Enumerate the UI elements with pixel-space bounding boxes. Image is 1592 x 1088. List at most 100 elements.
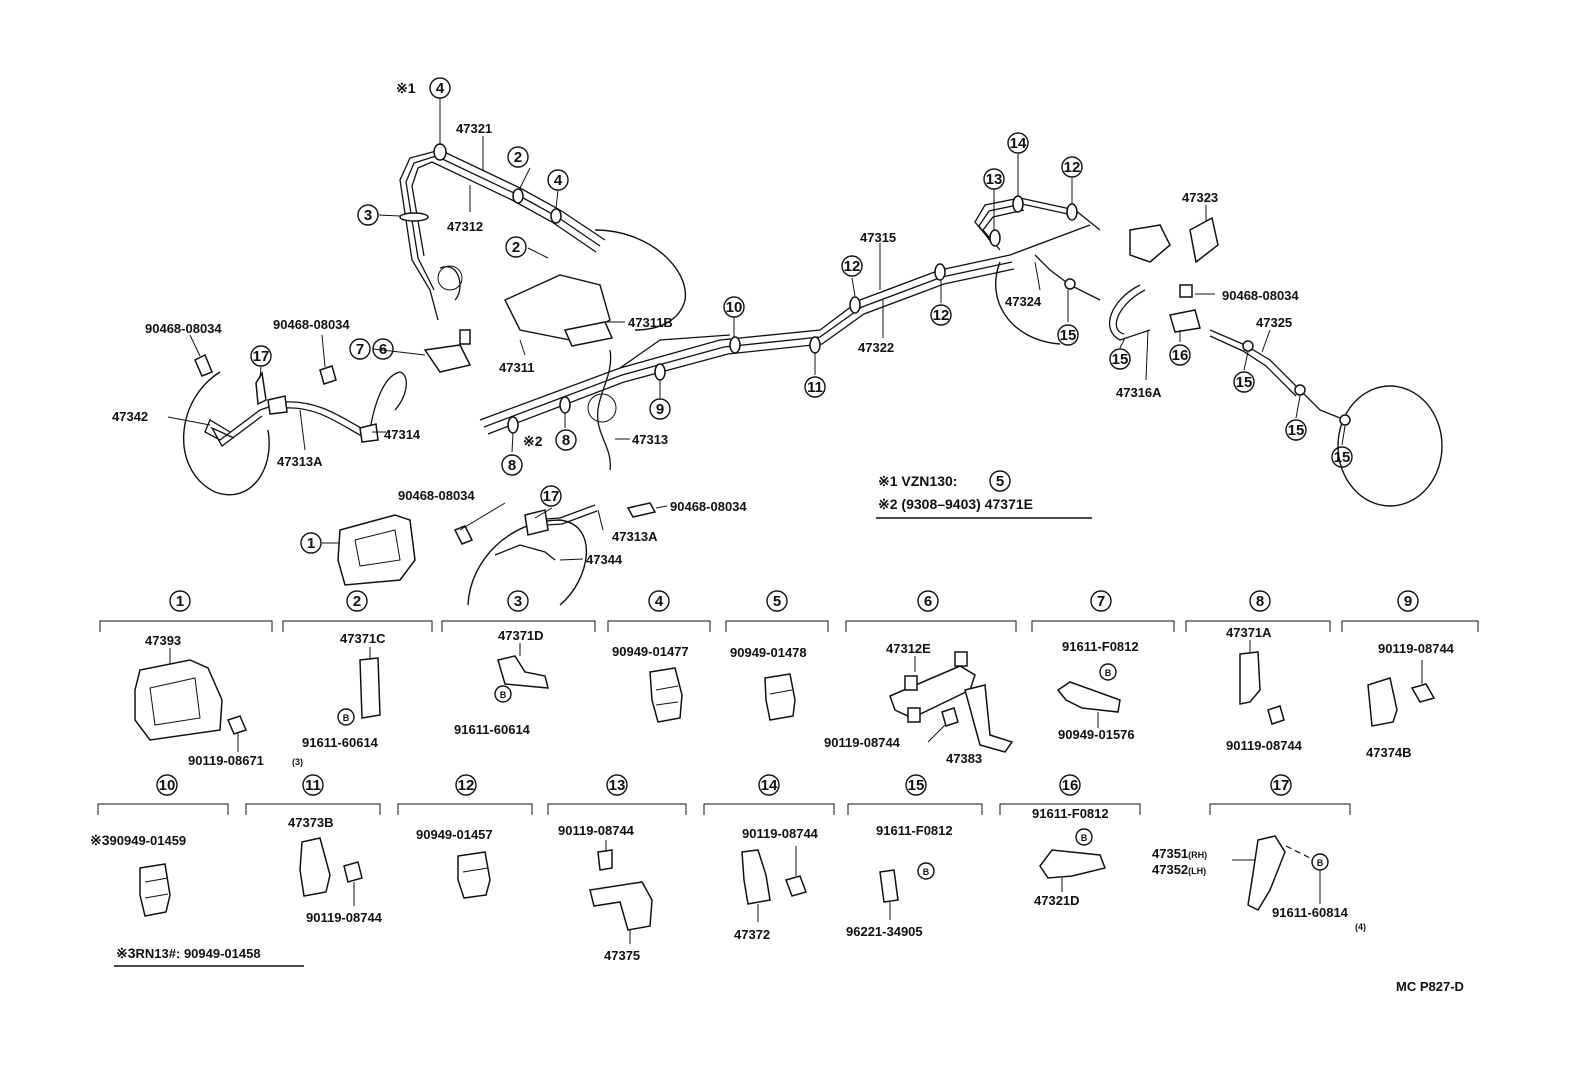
svg-text:4: 4	[436, 80, 445, 97]
svg-text:B: B	[500, 690, 507, 700]
detail-16: 91611-F0812 B 47321D	[1032, 806, 1109, 908]
svg-text:10: 10	[159, 777, 176, 794]
part-47314: 47314	[384, 427, 421, 442]
part-47324: 47324	[1005, 294, 1042, 309]
svg-text:2: 2	[512, 239, 520, 256]
svg-text:90119-08744: 90119-08744	[558, 823, 635, 838]
svg-text:14: 14	[761, 777, 778, 794]
detail-1: 47393 90119-08671 (3)	[134, 633, 303, 768]
svg-text:47372: 47372	[734, 927, 770, 942]
callout-10-a: 10	[723, 296, 745, 318]
callout-1-a: 1	[300, 532, 322, 554]
detail-num-9: 9	[1397, 590, 1419, 612]
svg-text:B: B	[923, 867, 930, 877]
svg-text:15: 15	[1334, 449, 1351, 466]
svg-text:13: 13	[609, 777, 626, 794]
svg-text:91611-F0812: 91611-F0812	[1062, 639, 1139, 654]
svg-text:5: 5	[996, 473, 1004, 490]
svg-text:7: 7	[1097, 593, 1105, 610]
svg-text:91611-60814: 91611-60814	[1272, 905, 1349, 920]
part-47315: 47315	[860, 230, 896, 245]
svg-text:90119-08744: 90119-08744	[742, 826, 819, 841]
detail-13: 90119-08744 47375	[558, 823, 653, 963]
svg-text:47393: 47393	[145, 633, 181, 648]
svg-text:90949-01477: 90949-01477	[612, 644, 689, 659]
detail-num-14: 14	[758, 774, 780, 796]
callout-17-a: 17	[250, 345, 272, 367]
svg-text:47375: 47375	[604, 948, 640, 963]
svg-text:47374B: 47374B	[1366, 745, 1412, 760]
applicability-notes: ※1 VZN130: 5 ※2 (9308–9403) 47371E	[876, 470, 1092, 519]
svg-text:8: 8	[1256, 593, 1264, 610]
callout-15-c: 15	[1233, 371, 1255, 393]
part-47313A-mid: 47313A	[612, 529, 658, 544]
detail-5: 90949-01478	[730, 645, 807, 721]
svg-text:※2 (9308–9403) 47371E: ※2 (9308–9403) 47371E	[878, 496, 1033, 512]
svg-text:B: B	[343, 713, 350, 723]
part-47321: 47321	[456, 121, 492, 136]
part-90468-08034-d: 90468-08034	[670, 499, 747, 514]
detail-num-7: 7	[1090, 590, 1112, 612]
part-47342: 47342	[112, 409, 148, 424]
detail-num-12: 12	[455, 774, 477, 796]
detail-num-8: 8	[1249, 590, 1271, 612]
svg-text:15: 15	[1236, 374, 1253, 391]
svg-text:90119-08671: 90119-08671	[188, 753, 264, 768]
detail-2: 47371C B 91611-60614	[302, 631, 386, 750]
detail-14: 90119-08744 47372	[734, 826, 819, 942]
part-47313A-left: 47313A	[277, 454, 323, 469]
svg-text:(4): (4)	[1355, 922, 1366, 932]
callout-15-a: 15	[1057, 324, 1079, 346]
svg-text:90949-01478: 90949-01478	[730, 645, 807, 660]
detail-6: 47312E 90119-08744 47383	[824, 641, 1014, 766]
callout-15-d: 15	[1285, 419, 1307, 441]
callout-11-a: 11	[804, 376, 826, 398]
part-47344: 47344	[586, 552, 623, 567]
part-47322: 47322	[858, 340, 894, 355]
svg-text:9: 9	[656, 401, 664, 418]
svg-text:11: 11	[305, 777, 321, 794]
svg-text:12: 12	[458, 777, 475, 794]
detail-4: 90949-01477	[612, 644, 689, 723]
svg-text:(3): (3)	[292, 757, 303, 767]
part-90468-08034-c: 90468-08034	[398, 488, 475, 503]
callout-15-e: 15	[1331, 446, 1353, 468]
svg-text:17: 17	[543, 488, 560, 505]
detail-17: 47351(RH) 47352(LH) B 91611-60814 (4)	[1152, 835, 1366, 932]
detail-8: 47371A 90119-08744	[1226, 625, 1303, 753]
part-47323: 47323	[1182, 190, 1218, 205]
svg-text:90119-08744: 90119-08744	[1226, 738, 1303, 753]
detail-numbers: 1 2 3 4 5 6 7 8 9 10 11 12 13 14 15 16 1…	[156, 590, 1419, 796]
svg-text:2: 2	[514, 149, 522, 166]
svg-text:6: 6	[924, 593, 932, 610]
svg-text:17: 17	[1273, 777, 1290, 794]
detail-num-2: 2	[346, 590, 368, 612]
svg-text:※390949-01459: ※390949-01459	[90, 832, 186, 848]
part-47325: 47325	[1256, 315, 1292, 330]
detail-15: 91611-F0812 B 96221-34905	[846, 823, 953, 939]
callout-13-a: 13	[983, 168, 1005, 190]
part-90468-08034-a: 90468-08034	[145, 321, 222, 336]
svg-text:6: 6	[379, 341, 387, 358]
svg-text:※1 VZN130:: ※1 VZN130:	[878, 473, 957, 489]
svg-text:4: 4	[655, 593, 664, 610]
detail-num-10: 10	[156, 774, 178, 796]
brake-tube-assembly-drawing	[183, 143, 1443, 606]
part-47316A: 47316A	[1116, 385, 1162, 400]
callout-6-a: 6	[372, 338, 394, 360]
detail-9: 90119-08744 47374B	[1366, 641, 1455, 760]
svg-text:15: 15	[1060, 327, 1077, 344]
callout-12-a: 12	[841, 255, 863, 277]
diagram-code: MC P827-D	[1396, 979, 1464, 994]
svg-text:10: 10	[726, 299, 743, 316]
detail-10: ※390949-01459 ※3RN13#: 90949-01458	[90, 832, 304, 967]
svg-text:91611-F0812: 91611-F0812	[1032, 806, 1109, 821]
detail-brackets	[97, 620, 1479, 815]
part-90468-08034-e: 90468-08034	[1222, 288, 1299, 303]
upper-part-labels: ※1 47321 47312 47311B 47311 47315 47322 …	[112, 80, 1299, 567]
svg-text:47321D: 47321D	[1034, 893, 1080, 908]
svg-text:8: 8	[508, 457, 516, 474]
callout-12-b: 12	[930, 304, 952, 326]
part-47312: 47312	[447, 219, 483, 234]
callout-17-b: 17	[540, 485, 562, 507]
